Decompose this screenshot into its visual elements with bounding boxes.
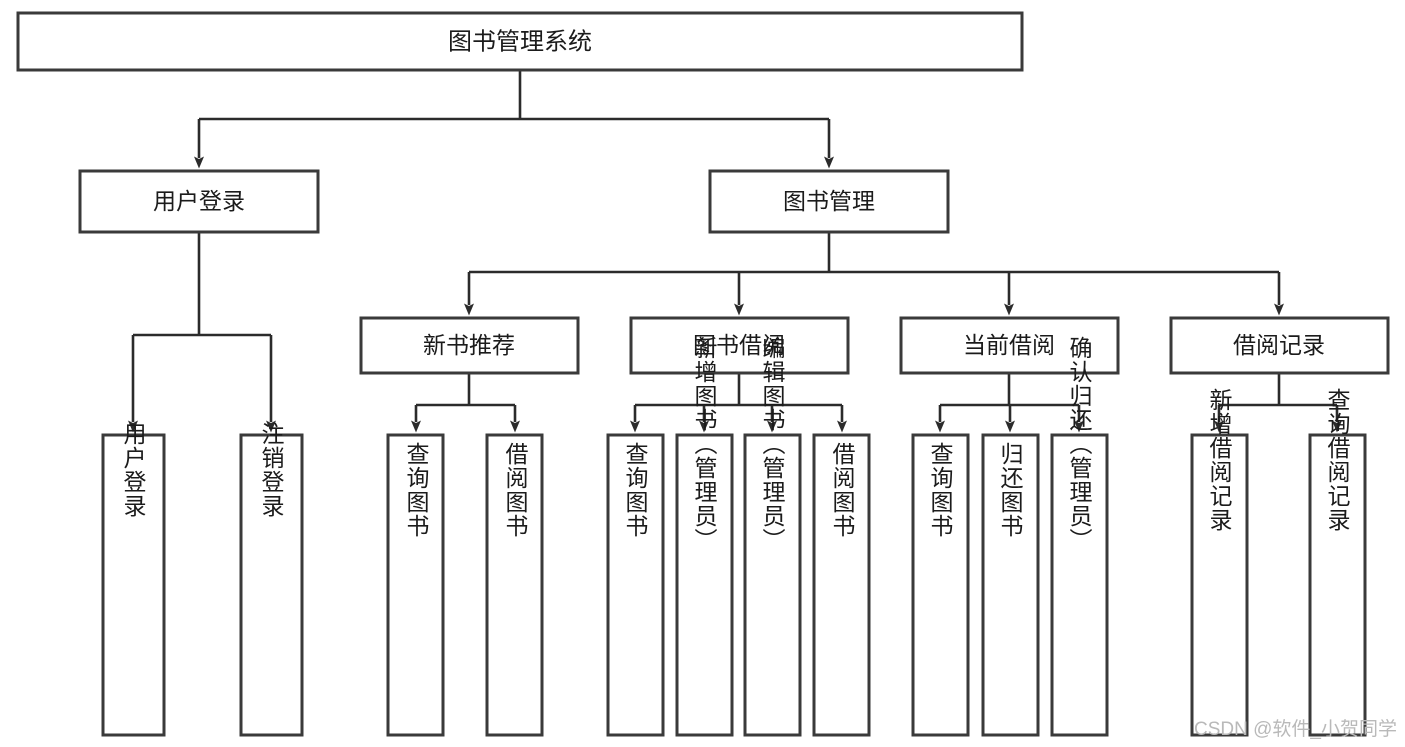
leaf-bb-borrow-book-label: 借阅图书 <box>829 442 856 538</box>
leaf-node[interactable]: 查询图书 <box>911 433 970 737</box>
leaf-cb-return-book-rect[interactable] <box>981 433 1040 737</box>
leaf-bb-edit-book-rect[interactable] <box>743 433 802 737</box>
node-user-login-label: 用户登录 <box>153 188 245 214</box>
leaf-cb-query-book-label: 查询图书 <box>927 442 954 538</box>
leaf-bb-add-book-label: 新增图书（管理员） <box>691 336 718 552</box>
connector-group-user-login <box>128 232 276 433</box>
node-root-label: 图书管理系统 <box>448 28 592 55</box>
leaf-br-add-record-label: 新增借阅记录 <box>1206 388 1233 532</box>
leaf-nbr-query-book-label: 查询图书 <box>403 442 430 538</box>
leaf-node[interactable]: 借阅图书 <box>812 433 871 737</box>
node-new-book-recommend-rect[interactable] <box>359 316 580 375</box>
leaf-node[interactable]: 归还图书 <box>981 433 1040 737</box>
node-current-borrow-rect[interactable] <box>899 316 1120 375</box>
node-user-login-rect[interactable] <box>78 169 320 234</box>
leaf-cb-query-book-rect[interactable] <box>911 433 970 737</box>
leaf-logout-label: 注销登录 <box>258 422 285 518</box>
node-book-borrow-rect[interactable] <box>629 316 850 375</box>
node-book-borrow-label: 图书借阅 <box>693 332 785 358</box>
connector-group-current-borrow <box>935 373 1084 433</box>
node-current-borrow-label: 当前借阅 <box>963 332 1055 358</box>
leaf-node[interactable]: 查询借阅记录 <box>1308 388 1367 737</box>
node-root-rect[interactable] <box>16 11 1024 72</box>
node-borrow-record-rect[interactable] <box>1169 316 1390 375</box>
leaf-nbr-borrow-book-rect[interactable] <box>485 433 544 737</box>
leaf-cb-confirm-return-label: 确认归还（管理员） <box>1066 336 1093 552</box>
leaf-cb-return-book-label: 归还图书 <box>997 442 1024 538</box>
connector-group-book-borrow <box>630 373 847 433</box>
connector-group-book-mgmt <box>464 232 1284 316</box>
leaf-node[interactable]: 借阅图书 <box>485 433 544 737</box>
node-current-borrow[interactable]: 当前借阅 <box>899 316 1120 375</box>
node-book-management[interactable]: 图书管理 <box>708 169 950 234</box>
node-book-borrow[interactable]: 图书借阅 <box>629 316 850 375</box>
leaf-bb-add-book-rect[interactable] <box>675 433 734 737</box>
leaf-bb-query-book-rect[interactable] <box>606 433 665 737</box>
leaf-bb-edit-book-label: 编辑图书（管理员） <box>759 336 786 552</box>
node-user-login[interactable]: 用户登录 <box>78 169 320 234</box>
node-new-book-recommend[interactable]: 新书推荐 <box>359 316 580 375</box>
connector-group-new-book-rec <box>411 373 520 433</box>
node-borrow-record[interactable]: 借阅记录 <box>1169 316 1390 375</box>
leaf-bb-query-book-label: 查询图书 <box>622 442 649 538</box>
leaf-node[interactable]: 查询图书 <box>386 433 445 737</box>
leaf-node[interactable]: 用户登录 <box>101 422 166 737</box>
leaf-br-query-record-label: 查询借阅记录 <box>1324 388 1351 532</box>
leaf-br-add-record-rect[interactable] <box>1190 433 1249 737</box>
leaf-node[interactable]: 注销登录 <box>239 422 304 737</box>
leaf-logout-rect[interactable] <box>239 433 304 737</box>
leaf-nbr-query-book-rect[interactable] <box>386 433 445 737</box>
node-new-book-recommend-label: 新书推荐 <box>423 332 515 358</box>
leaf-br-query-record-rect[interactable] <box>1308 433 1367 737</box>
leaf-node[interactable]: 确认归还（管理员） <box>1050 336 1109 737</box>
leaf-node[interactable]: 查询图书 <box>606 433 665 737</box>
leaf-node[interactable]: 编辑图书（管理员） <box>743 336 802 737</box>
node-book-management-label: 图书管理 <box>783 188 875 214</box>
connector-group-borrow-record <box>1214 373 1342 433</box>
connector-group-root <box>194 70 834 169</box>
node-borrow-record-label: 借阅记录 <box>1233 332 1325 358</box>
leaf-user-login-label: 用户登录 <box>120 422 147 518</box>
leaf-node[interactable]: 新增借阅记录 <box>1190 388 1249 737</box>
node-book-management-rect[interactable] <box>708 169 950 234</box>
leaf-user-login-rect[interactable] <box>101 433 166 737</box>
leaf-node[interactable]: 新增图书（管理员） <box>675 336 734 737</box>
node-root[interactable]: 图书管理系统 <box>16 11 1024 72</box>
leaf-cb-confirm-return-rect[interactable] <box>1050 433 1109 737</box>
leaf-nbr-borrow-book-label: 借阅图书 <box>502 442 529 538</box>
leaf-bb-borrow-book-rect[interactable] <box>812 433 871 737</box>
